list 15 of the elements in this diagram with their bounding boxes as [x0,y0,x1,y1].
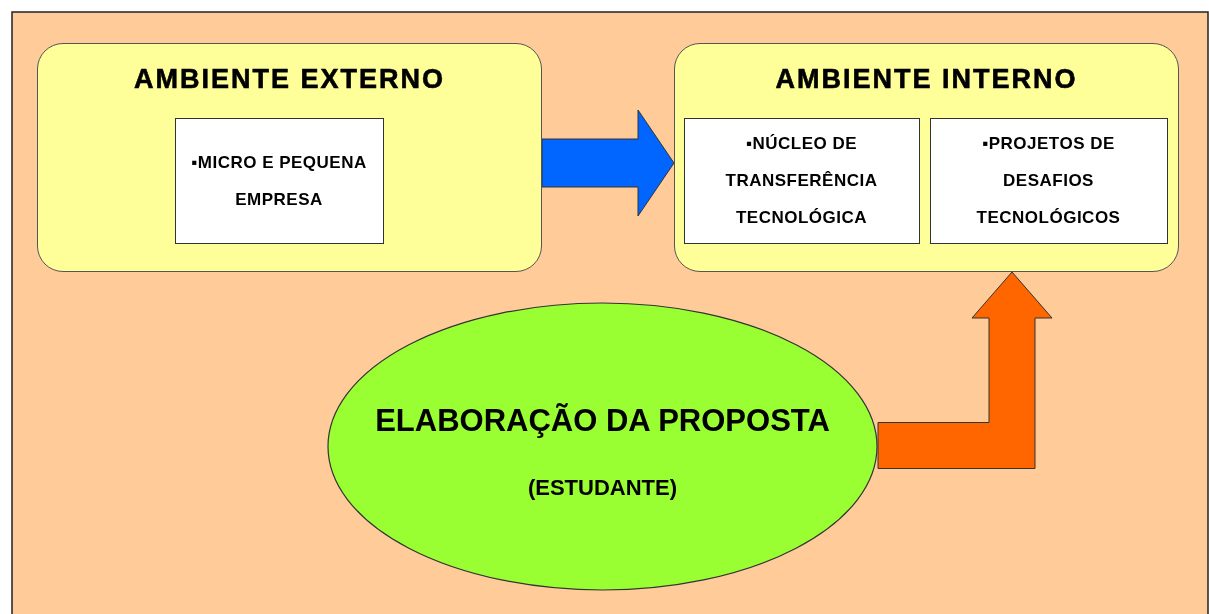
process-ellipse [327,302,878,591]
item-box [174,117,384,244]
region-box [674,43,1179,272]
item-text: ▪MICRO E PEQUENA EMPRESA [190,151,368,211]
region-heading: AMBIENTE EXTERNO [133,64,446,95]
region-box [37,43,542,272]
item-text: ▪NÚCLEO DE TRANSFERÊNCIA TECNOLÓGICA [724,133,879,229]
item-box [683,117,920,244]
block-arrow [541,109,675,217]
process-subtitle: (ESTUDANTE) [527,474,678,501]
block-arrow [877,271,1053,469]
item-text: ▪PROJETOS DE DESAFIOS TECNOLÓGICOS [975,133,1122,229]
process-title: ELABORAÇÃO DA PROPOSTA [375,402,830,439]
item-box [929,117,1168,244]
region-heading: AMBIENTE INTERNO [774,64,1079,95]
